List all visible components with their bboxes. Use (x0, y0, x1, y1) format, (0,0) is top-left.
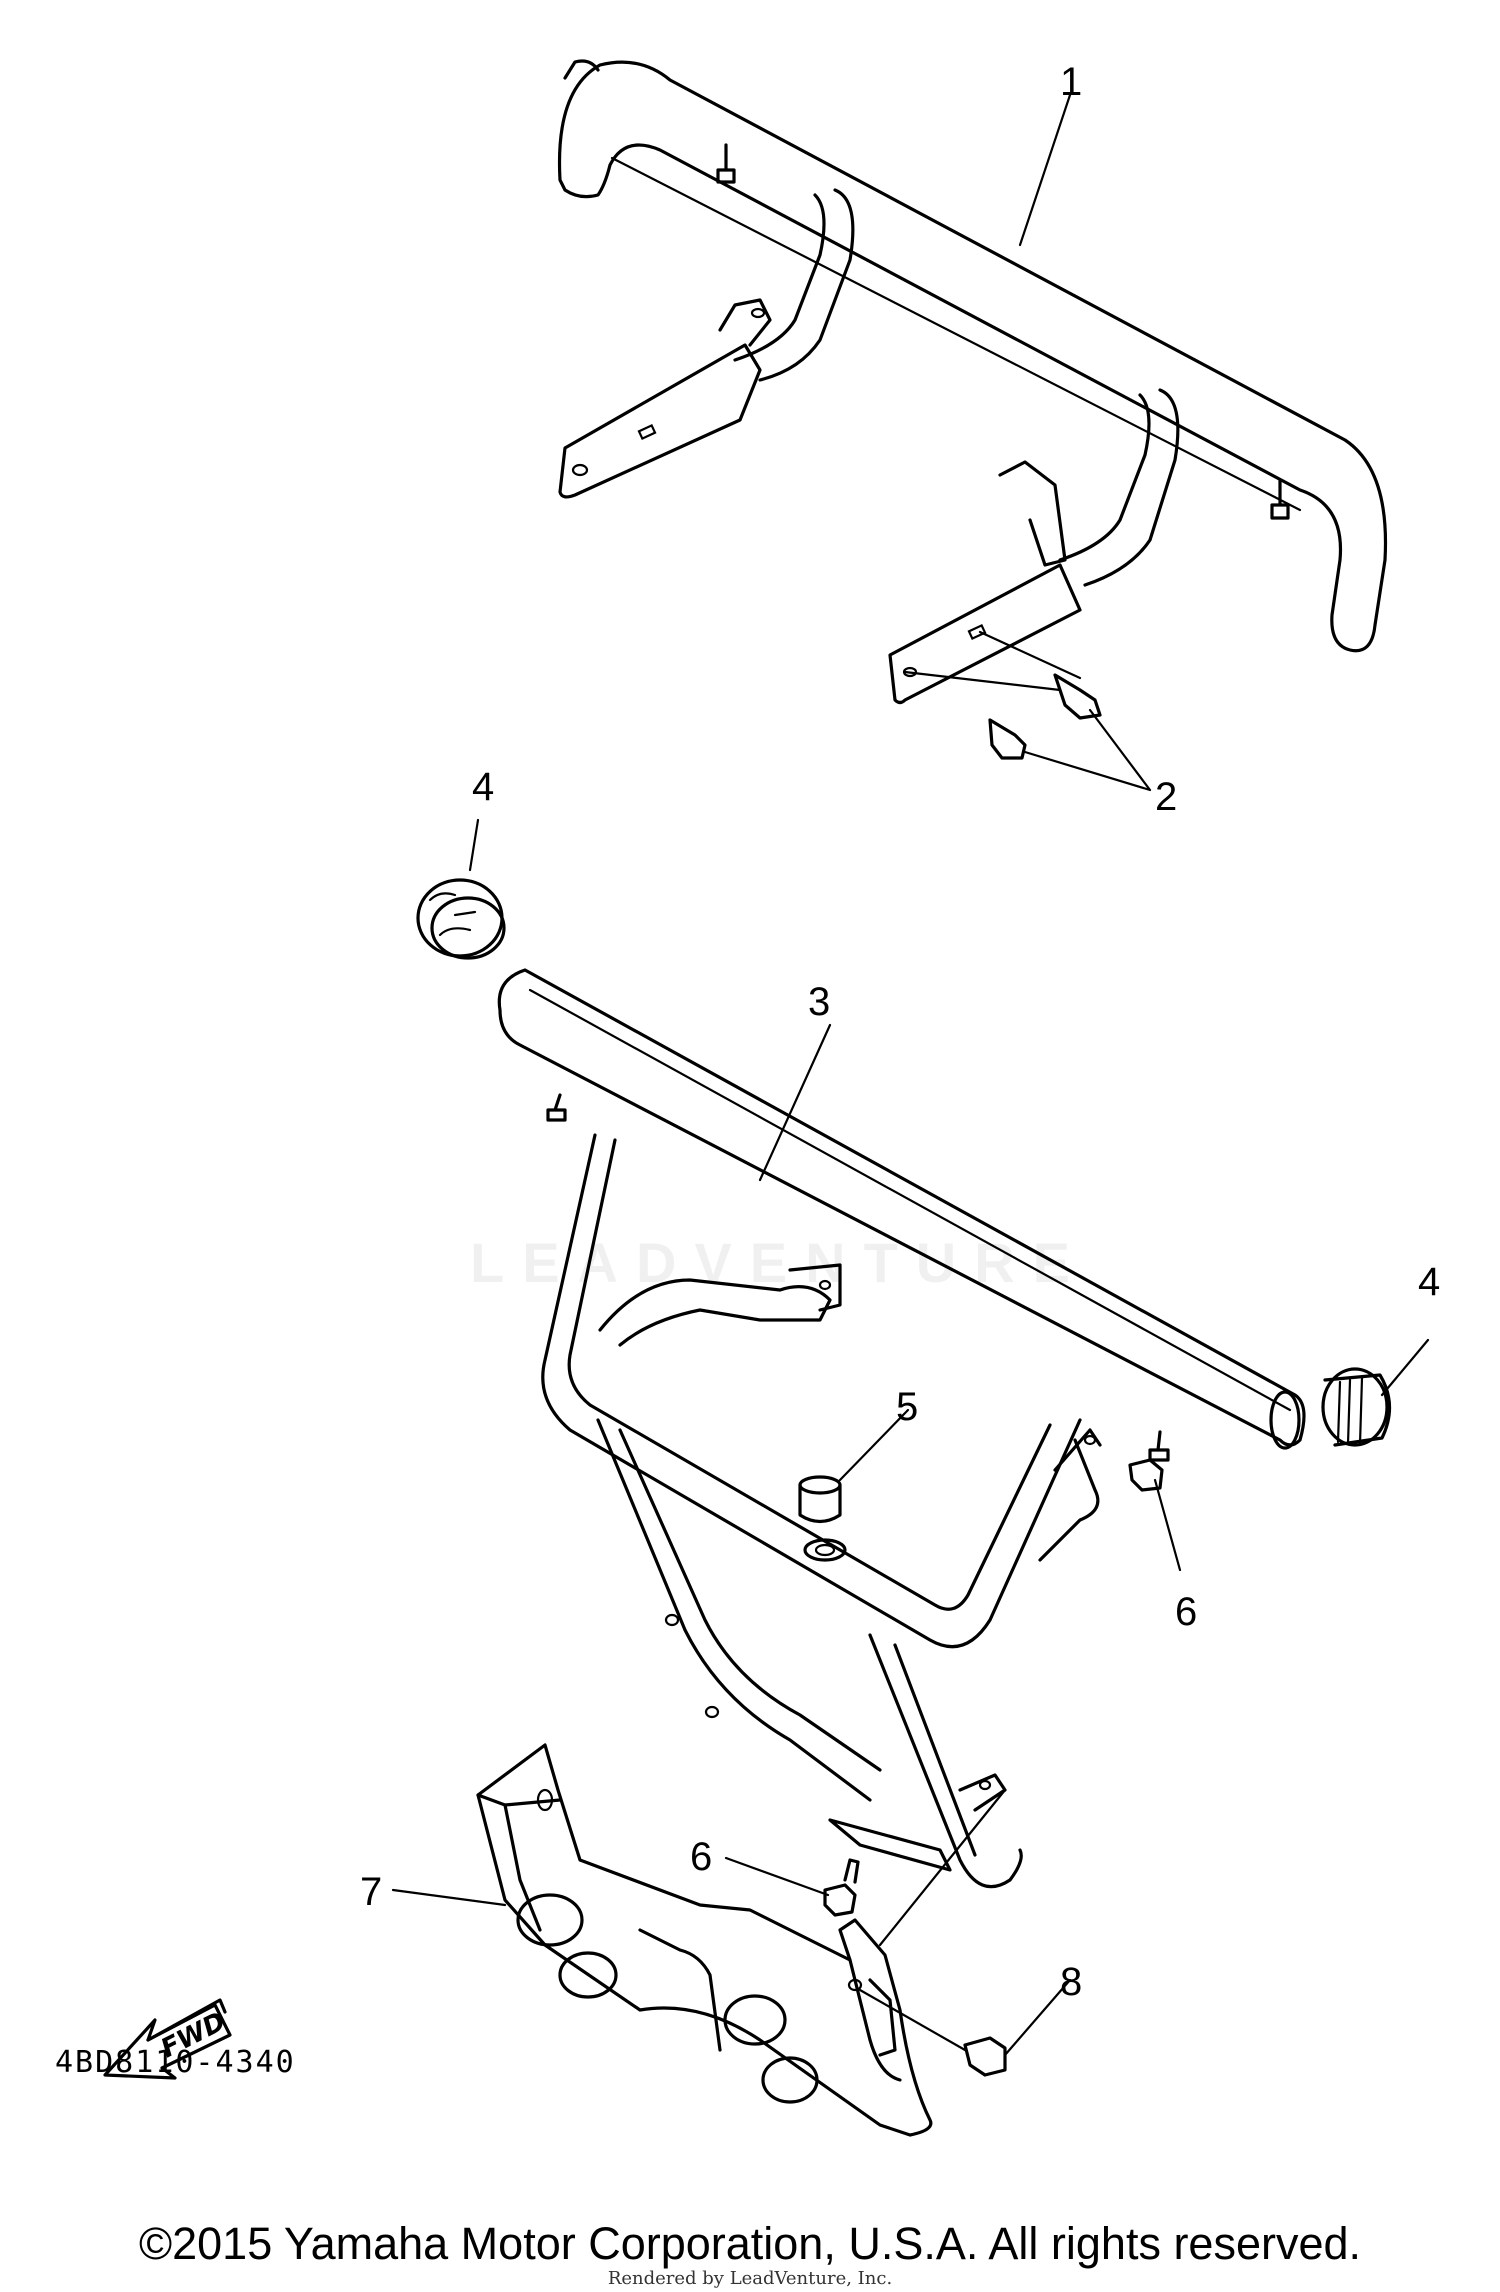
svg-text:4: 4 (1418, 1260, 1440, 1304)
callout-4-right: 4 (1418, 1260, 1440, 1304)
callout-7: 7 (360, 1870, 382, 1914)
rendered-by-text: Rendered by LeadVenture, Inc. (607, 2268, 893, 2289)
svg-text:1: 1 (1060, 60, 1082, 104)
callout-4-left: 4 (472, 765, 494, 809)
part-8-bolt (858, 1978, 1072, 2077)
part-7-skid-plate (391, 1743, 933, 2137)
watermark: LEADVENTURE (470, 1231, 1089, 1294)
callout-8: 8 (1060, 1960, 1082, 2004)
part-6-bolt-lower (724, 1856, 860, 1917)
svg-text:7: 7 (360, 1870, 382, 1914)
part-5-collar (798, 1408, 910, 1562)
svg-text:8: 8 (1060, 1960, 1082, 2004)
part-code: 4BD8110-4340 (55, 2045, 296, 2080)
svg-text:2: 2 (1155, 775, 1177, 819)
part-6-bolt-upper (1128, 1458, 1182, 1572)
callout-6-upper: 6 (1175, 1590, 1197, 1634)
svg-text:6: 6 (690, 1835, 712, 1879)
svg-text:6: 6 (1175, 1590, 1197, 1634)
part-2-bolts (903, 630, 1152, 792)
callout-5: 5 (896, 1385, 918, 1429)
callout-6-lower: 6 (690, 1835, 712, 1879)
svg-text:3: 3 (808, 980, 830, 1024)
part-4-cap-left (416, 818, 506, 960)
svg-text:4: 4 (472, 765, 494, 809)
callout-2: 2 (1155, 775, 1177, 819)
callout-1: 1 (1018, 60, 1082, 247)
part-4-cap-right (1321, 1338, 1430, 1447)
svg-text:5: 5 (896, 1385, 918, 1429)
part-3-front-guard (497, 968, 1306, 1947)
callout-3: 3 (758, 980, 832, 1182)
copyright-text: ©2015 Yamaha Motor Corporation, U.S.A. A… (138, 2218, 1362, 2269)
part-1-guard-bar (557, 59, 1388, 705)
